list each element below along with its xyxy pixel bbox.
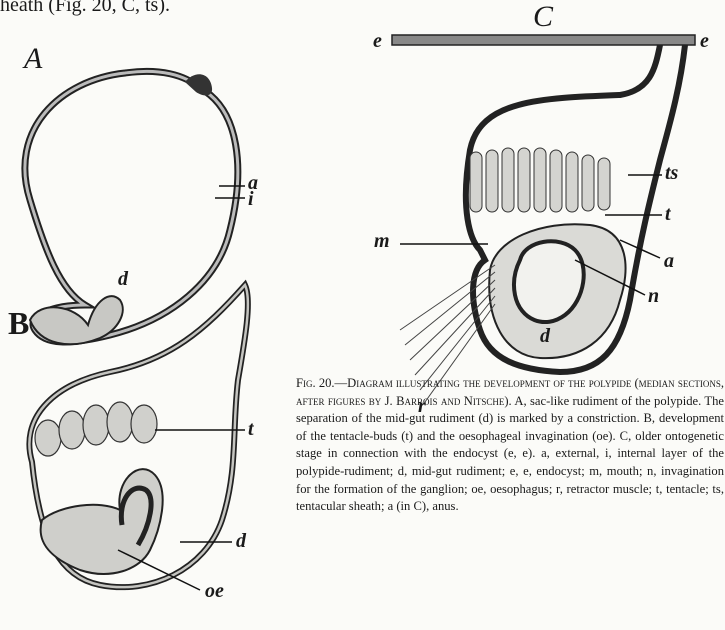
figure-caption: Fig. 20.—Diagram illustrating the develo… bbox=[296, 375, 724, 516]
label-c-tentacle: t bbox=[665, 203, 671, 226]
label-c-ganglion-invagination: n bbox=[648, 285, 659, 308]
label-c-endocyst-left: e bbox=[373, 30, 382, 53]
label-a-midgut: d bbox=[118, 268, 128, 291]
label-b-oesophagus: oe bbox=[205, 580, 224, 603]
label-c-mouth: m bbox=[374, 230, 390, 253]
label-c-tentacular-sheath: ts bbox=[665, 162, 678, 185]
label-c-endocyst-right: e bbox=[700, 30, 709, 53]
label-b-tentacle: t bbox=[248, 418, 254, 441]
label-b-midgut: d bbox=[236, 530, 246, 553]
caption-body: A, sac-like rudiment of the polypide. Th… bbox=[296, 394, 724, 514]
diagram-a-sac bbox=[25, 71, 245, 344]
label-a-internal-layer: i bbox=[248, 188, 254, 211]
label-c-anus: a bbox=[664, 250, 674, 273]
label-c-midgut: d bbox=[540, 325, 550, 348]
